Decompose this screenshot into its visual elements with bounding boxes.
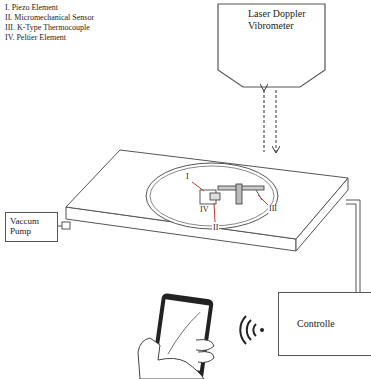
leader-lines [192,182,268,222]
controller-box: Controlle [278,292,371,356]
pipe [58,226,62,227]
key-text: II. Micromechanical Sensor [5,14,94,22]
key-text: I. Piezo Element [5,4,58,12]
wifi-symbol [240,316,264,344]
hand [198,352,214,363]
hand [138,338,204,379]
vibrometer-box: Laser Doppler Vibrometer [222,8,312,31]
callout-number: II [212,224,219,232]
components [200,184,264,204]
callout-number: IV [199,206,209,214]
node-label: Controlle [297,318,371,330]
vacuum-chamber [62,150,348,251]
key-text: IV. Peltier Element [5,34,66,42]
pump-box: Vaccum Pump [5,212,58,242]
node-label: Vaccum Pump [10,216,50,237]
ldv-housing [218,4,325,87]
cable [346,200,360,292]
laser-beam [276,90,277,152]
laser-beam [264,90,265,152]
callout-number: III [268,205,278,213]
key-text: III. K-Type Thermocouple [5,24,90,32]
hand [196,340,214,351]
cable [346,204,356,292]
node-label: Laser Doppler Vibrometer [248,8,308,31]
callout-number: I [185,173,190,181]
